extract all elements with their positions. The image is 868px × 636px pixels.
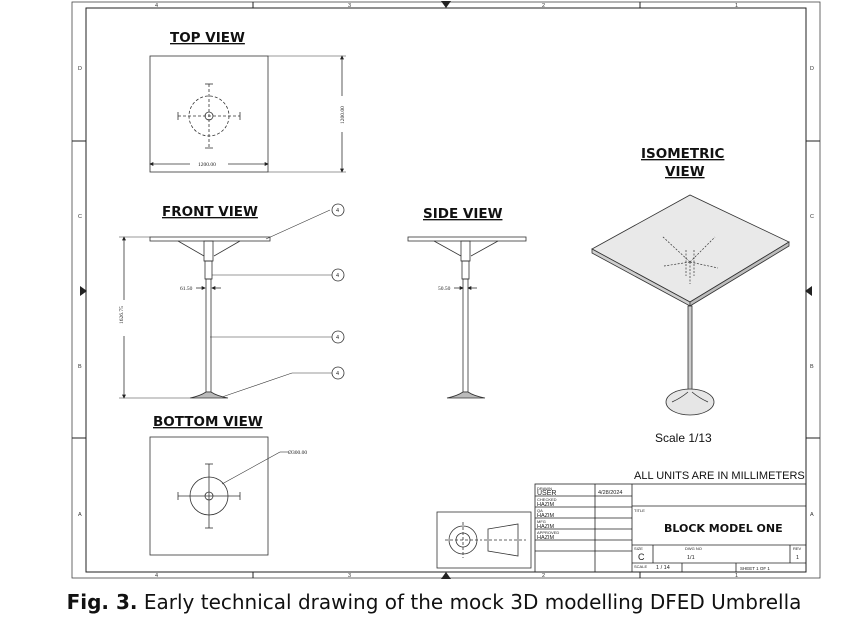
caption-text: Early technical drawing of the mock 3D m… (137, 590, 802, 614)
front-view (119, 209, 332, 399)
grid-col-bottom-4: 4 (155, 573, 158, 579)
tb-dwg-label: DWG NO (685, 546, 702, 551)
tb-scale-label: SCALE (634, 564, 647, 569)
side-view (407, 236, 527, 399)
grid-col-top-4: 4 (155, 3, 158, 9)
top-view (149, 55, 346, 173)
grid-row-right-c: C (810, 214, 814, 220)
grid-col-top-1: 1 (735, 3, 738, 9)
balloons (331, 203, 345, 380)
grid-row-left-c: C (78, 214, 82, 220)
tb-mfg-value: HAZIM (537, 524, 555, 530)
tb-drawn-label: DRAWN (537, 486, 552, 491)
bottom-diameter-dimension: Ø300.00 (288, 450, 307, 456)
top-view-title: TOP VIEW (170, 30, 245, 46)
grid-row-right-a: A (810, 512, 814, 518)
iso-view-title-line2: VIEW (665, 164, 705, 180)
side-view-title: SIDE VIEW (423, 206, 503, 222)
tb-title: BLOCK MODEL ONE (664, 522, 783, 535)
tb-drawn-value: USER (537, 490, 556, 497)
top-height-dimension: 1200.00 (340, 106, 346, 124)
projection-symbol (436, 511, 532, 569)
tb-rev-label: REV (793, 546, 802, 551)
balloon-1: 4 (336, 208, 339, 214)
tb-checked-label: CHECKED (537, 497, 557, 502)
front-view-title: FRONT VIEW (162, 204, 258, 220)
grid-col-bottom-1: 1 (735, 573, 738, 579)
tb-dwg: 1/1 (687, 555, 695, 561)
tb-scale: 1 / 14 (656, 565, 670, 571)
units-note: ALL UNITS ARE IN MILLIMETERS (634, 470, 805, 482)
isometric-view (591, 194, 790, 416)
grid-col-bottom-2: 2 (542, 573, 545, 579)
grid-col-top-3: 3 (348, 3, 351, 9)
grid-row-right-d: D (810, 66, 814, 72)
tb-approved-label: APPROVED (537, 530, 559, 535)
caption-label: Fig. 3. (66, 590, 138, 614)
tb-sheet: SHEET 1 OF 1 (740, 566, 770, 571)
scale-note: Scale 1/13 (655, 431, 712, 445)
grid-col-bottom-3: 3 (348, 573, 351, 579)
grid-row-left-a: A (78, 512, 82, 518)
balloon-2: 4 (336, 273, 339, 279)
front-pole-dimension: 61.50 (180, 286, 193, 292)
balloon-3: 4 (336, 335, 339, 341)
grid-row-left-b: B (78, 364, 82, 370)
bottom-view (149, 436, 288, 556)
top-width-dimension: 1200.00 (198, 162, 216, 168)
balloon-4: 4 (336, 371, 339, 377)
side-pole-dimension: 50.50 (438, 286, 451, 292)
tb-approved-value: HAZIM (537, 535, 555, 541)
figure-caption: Fig. 3. Early technical drawing of the m… (0, 590, 868, 614)
tb-size: C (638, 552, 645, 562)
grid-col-top-2: 2 (542, 3, 545, 9)
tb-title-label: TITLE (634, 508, 645, 513)
tb-rev: 1 (796, 555, 799, 561)
bottom-view-title: BOTTOM VIEW (153, 414, 263, 430)
tb-checked-value: HAZIM (537, 502, 555, 508)
center-marks (80, 1, 812, 579)
tb-mfg-label: MFG (537, 519, 546, 524)
tb-drawn-date: 4/28/2024 (598, 490, 622, 496)
tb-qa-value: HAZIM (537, 513, 555, 519)
title-block (534, 483, 807, 573)
front-height-dimension: 1626.75 (119, 306, 125, 324)
iso-view-title-line1: ISOMETRIC (641, 146, 725, 162)
tb-qa-label: QA (537, 508, 543, 513)
tb-size-label: SIZE (634, 546, 643, 551)
grid-row-left-d: D (78, 66, 82, 72)
grid-row-right-b: B (810, 364, 814, 370)
